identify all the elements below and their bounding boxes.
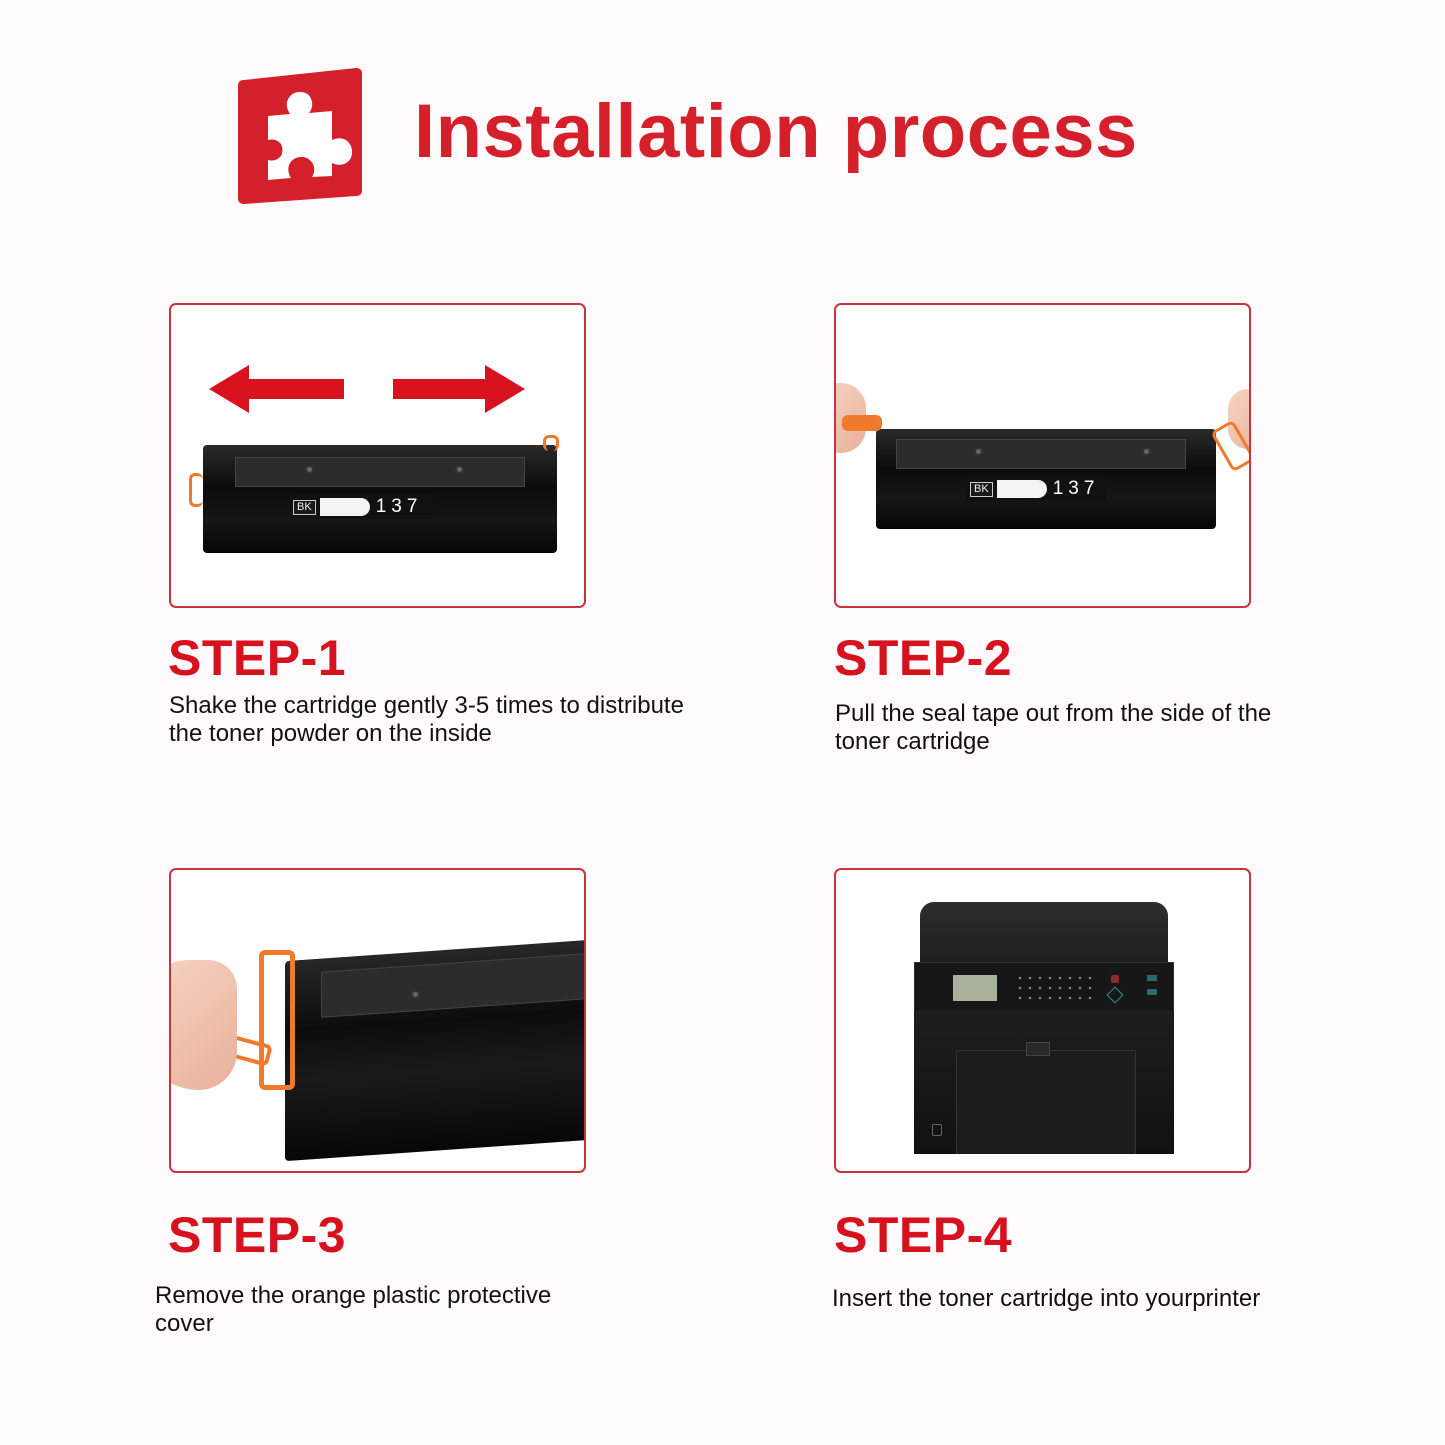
toner-cartridge-closeup-image: [271, 930, 584, 1162]
orange-protective-cover: [259, 950, 295, 1090]
header: Installation process: [238, 68, 1218, 204]
printer-lcd-screen: [953, 975, 997, 1001]
cartridge-label: BK 137: [966, 477, 1106, 501]
arrow-right-icon: [393, 365, 525, 413]
puzzle-piece-icon: [238, 68, 362, 204]
step-4-image-frame: [834, 868, 1251, 1173]
hand-image: [171, 960, 237, 1090]
model-number: 137: [375, 496, 423, 517]
right-hand-image: [1228, 389, 1249, 449]
step-2-description: Pull the seal tape out from the side of …: [835, 700, 1272, 755]
toner-cartridge-image: BK 137: [189, 435, 565, 553]
printer-keypad: [1015, 973, 1095, 1003]
cartridge-label: BK 137: [289, 495, 433, 519]
step-1-description: Shake the cartridge gently 3-5 times to …: [169, 692, 684, 747]
step-2-image-frame: BK 137: [834, 303, 1251, 608]
seal-tape-tab: [842, 415, 882, 431]
step-3-label: STEP-3: [168, 1207, 347, 1263]
page-title: Installation process: [414, 89, 1138, 174]
laser-printer-image: [914, 902, 1174, 1154]
color-code: BK: [293, 499, 316, 515]
step-1-image-frame: BK 137: [169, 303, 586, 608]
arrow-left-icon: [209, 365, 344, 413]
step-1-label: STEP-1: [168, 630, 347, 686]
step-2-label: STEP-2: [834, 630, 1013, 686]
color-code: BK: [970, 481, 993, 497]
model-number: 137: [1052, 478, 1100, 499]
printer-control-panel: [914, 962, 1174, 1012]
step-4-label: STEP-4: [834, 1207, 1013, 1263]
printer-power-button: [932, 1124, 942, 1136]
toner-cartridge-image: BK 137: [876, 423, 1216, 533]
printer-paper-tray: [956, 1050, 1136, 1154]
step-3-image-frame: [169, 868, 586, 1173]
step-3-description: Remove the orange plastic protective cov…: [155, 1282, 552, 1337]
step-4-description: Insert the toner cartridge into yourprin…: [832, 1285, 1261, 1312]
